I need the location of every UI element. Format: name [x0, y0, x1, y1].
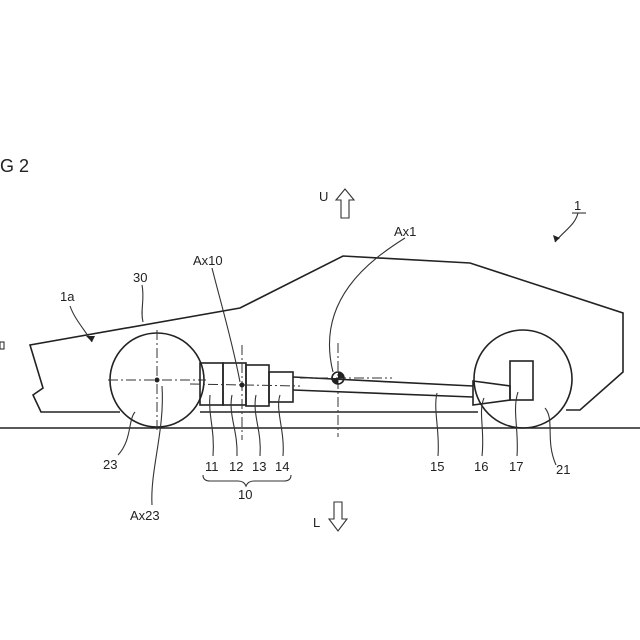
arrowhead-1	[553, 235, 560, 242]
label-12: 12	[229, 459, 243, 474]
rear-wheel	[473, 329, 573, 429]
leader-23	[117, 411, 136, 456]
leader-lines	[69, 212, 579, 506]
label-17: 17	[509, 459, 523, 474]
label-10: 10	[238, 487, 252, 502]
label-21: 21	[556, 462, 570, 477]
label-1a: 1a	[60, 289, 75, 304]
label-ax23: Ax23	[130, 508, 160, 523]
label-13: 13	[252, 459, 266, 474]
leader-17	[514, 391, 519, 457]
leader-15	[435, 392, 439, 457]
brace-10	[202, 474, 292, 488]
unit-axis-point	[239, 382, 245, 388]
part-14	[268, 371, 294, 403]
leader-14	[278, 394, 284, 457]
label-23: 23	[103, 457, 117, 472]
label-16: 16	[474, 459, 488, 474]
label-30: 30	[133, 270, 147, 285]
leader-12	[230, 394, 238, 457]
front-wheel-axis-point	[154, 377, 160, 383]
unit-axis-line	[189, 383, 301, 387]
edge-mark	[0, 341, 5, 350]
leader-16	[480, 397, 485, 457]
leader-ax10	[211, 267, 241, 383]
up-arrow-icon	[334, 188, 356, 219]
shaft-bottom	[292, 389, 474, 398]
down-label: L	[313, 515, 320, 530]
down-arrow-icon	[327, 501, 349, 532]
leader-ax23	[151, 385, 163, 506]
leader-ax1	[328, 237, 406, 373]
up-label: U	[319, 189, 328, 204]
leader-13	[254, 394, 261, 457]
label-11: 11	[205, 459, 219, 474]
arrowhead-1a	[86, 336, 95, 342]
part-17	[509, 360, 534, 401]
label-ax10: Ax10	[193, 253, 223, 268]
leader-30	[141, 284, 144, 323]
label-ax1: Ax1	[394, 224, 416, 239]
label-1: 1	[574, 198, 581, 213]
vehicle-body-outline	[28, 255, 624, 413]
label-15: 15	[430, 459, 444, 474]
leader-21	[544, 407, 557, 466]
figure-title: G 2	[0, 156, 29, 176]
label-14: 14	[275, 459, 289, 474]
leader-11	[209, 394, 214, 457]
center-of-gravity-fill	[332, 372, 344, 384]
